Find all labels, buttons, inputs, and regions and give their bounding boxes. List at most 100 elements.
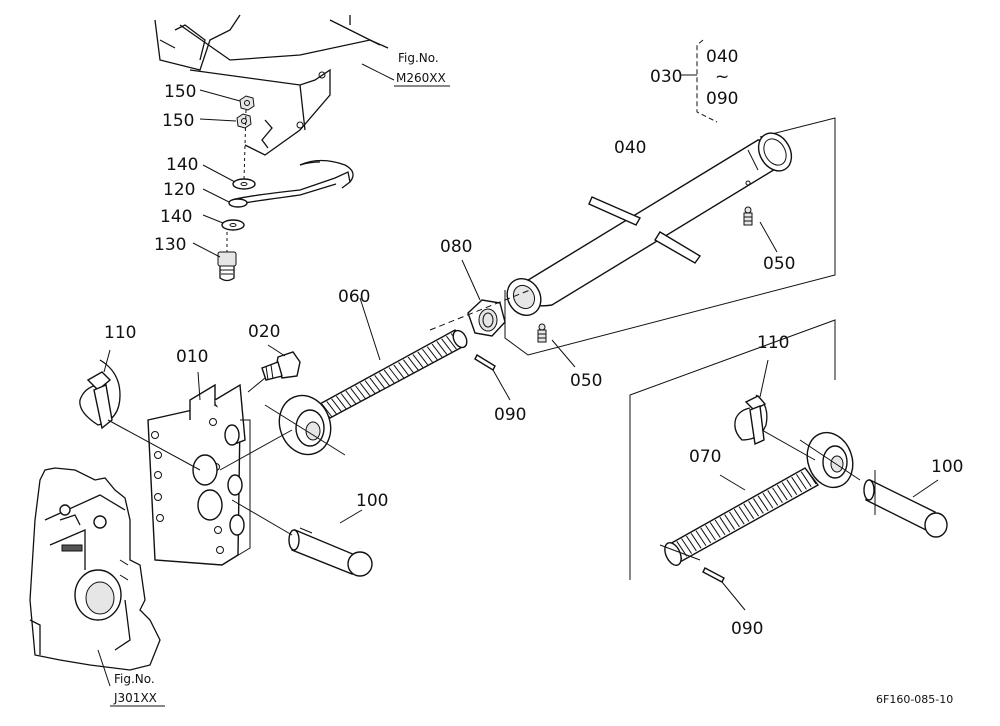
callout-120: 120	[163, 180, 195, 200]
thread-line	[709, 522, 721, 538]
thread-line	[805, 468, 817, 485]
callout-050-center: 050	[570, 371, 602, 391]
thread-line	[417, 351, 429, 366]
fig-ref-bottom: Fig.No. J301XX	[97, 649, 165, 707]
thread-line	[364, 380, 376, 394]
callout-010: 010	[176, 347, 208, 367]
callout-030: 030	[650, 67, 682, 87]
bolt-130	[217, 232, 237, 282]
thread-line	[350, 388, 362, 402]
thread-line	[714, 519, 726, 536]
callout-150-lower: 150	[162, 111, 194, 131]
threaded-rod-070	[659, 467, 820, 566]
range-bracket-030	[680, 39, 718, 123]
spring-pin-090-lower	[702, 567, 746, 611]
thread-line	[340, 393, 352, 407]
range-separator: ~	[715, 67, 729, 87]
thread-line	[331, 398, 342, 413]
thread-line	[407, 356, 419, 371]
lynch-pin-110-left	[79, 349, 201, 471]
lynch-pin-110-right	[734, 359, 816, 461]
thread-line	[724, 514, 736, 530]
thread-line	[388, 367, 400, 381]
bracket-plate-010	[147, 371, 251, 566]
thread-line	[752, 498, 764, 514]
nut-150-lower	[236, 113, 252, 129]
thread-line	[412, 354, 424, 368]
callout-150-upper: 150	[164, 82, 196, 102]
thread-line	[335, 395, 347, 410]
washer-140-upper	[232, 178, 256, 190]
thread-line	[436, 341, 448, 355]
thread-line	[786, 479, 798, 495]
thread-line	[700, 527, 712, 544]
callout-090-upper: 090	[494, 405, 526, 425]
thread-line	[781, 482, 793, 498]
thread-line	[369, 377, 381, 392]
fig-top-code: M260XX	[396, 71, 446, 85]
rod-eye-070	[799, 431, 861, 489]
grease-fitting-050-right	[743, 206, 753, 226]
clevis-pin-100-right	[863, 470, 948, 538]
fig-bottom-label: Fig.No.	[114, 672, 155, 686]
thread-line	[748, 500, 759, 517]
clevis-pin-100-left	[231, 499, 373, 577]
thread-line	[321, 403, 333, 418]
thread-line	[776, 484, 788, 501]
callouts: 030 040 ~ 090 150 150 140 120 140 130 04…	[104, 47, 963, 706]
fig-top-label: Fig.No.	[398, 51, 439, 65]
callout-110-right: 110	[757, 333, 789, 353]
callout-130: 130	[154, 235, 186, 255]
thread-line	[743, 503, 755, 520]
callout-050-right: 050	[763, 254, 795, 274]
callout-020: 020	[248, 322, 280, 342]
thread-line	[685, 535, 697, 552]
sub-assembly-frame-lower	[629, 319, 836, 580]
hex-nut-080	[461, 259, 506, 337]
thread-line	[796, 474, 807, 490]
thread-line	[446, 335, 457, 350]
bolt-020	[247, 344, 301, 393]
callout-140-upper: 140	[166, 155, 198, 175]
thread-line	[772, 487, 783, 504]
thread-line	[398, 361, 409, 376]
thread-line	[719, 516, 731, 533]
callout-100-left: 100	[356, 491, 388, 511]
thread-line	[326, 401, 338, 415]
thread-line	[681, 538, 692, 554]
thread-line	[379, 372, 390, 387]
thread-line	[705, 524, 716, 541]
thread-line	[738, 506, 750, 522]
thread-line	[359, 382, 371, 397]
callout-080: 080	[440, 237, 472, 257]
top-bracket	[154, 14, 389, 156]
thread-line	[695, 530, 707, 546]
thread-line	[791, 476, 803, 493]
callout-060: 060	[338, 287, 370, 307]
callout-040: 040	[614, 138, 646, 158]
washer-140-lower	[221, 219, 245, 231]
callout-070: 070	[689, 447, 721, 467]
thread-line	[374, 375, 386, 389]
housing-casting	[29, 467, 161, 671]
thread-line	[422, 348, 433, 363]
drawing-code: 6F160-085-10	[876, 693, 953, 706]
callout-140-lower: 140	[160, 207, 192, 227]
rod-eye-060	[264, 394, 346, 456]
fig-ref-top: Fig.No. M260XX	[361, 51, 450, 87]
thread-line	[690, 533, 702, 549]
thread-line	[402, 359, 414, 373]
tube-040	[506, 132, 793, 316]
callout-040-range: 040	[706, 47, 738, 67]
callout-100-right: 100	[931, 457, 963, 477]
thread-line	[762, 492, 774, 509]
thread-line	[800, 471, 812, 487]
thread-line	[431, 343, 443, 358]
thread-line	[426, 346, 438, 360]
thread-line	[733, 508, 745, 525]
fig-bottom-code: J301XX	[113, 691, 157, 705]
callout-090-lower: 090	[731, 619, 763, 639]
thread-line	[393, 364, 405, 379]
